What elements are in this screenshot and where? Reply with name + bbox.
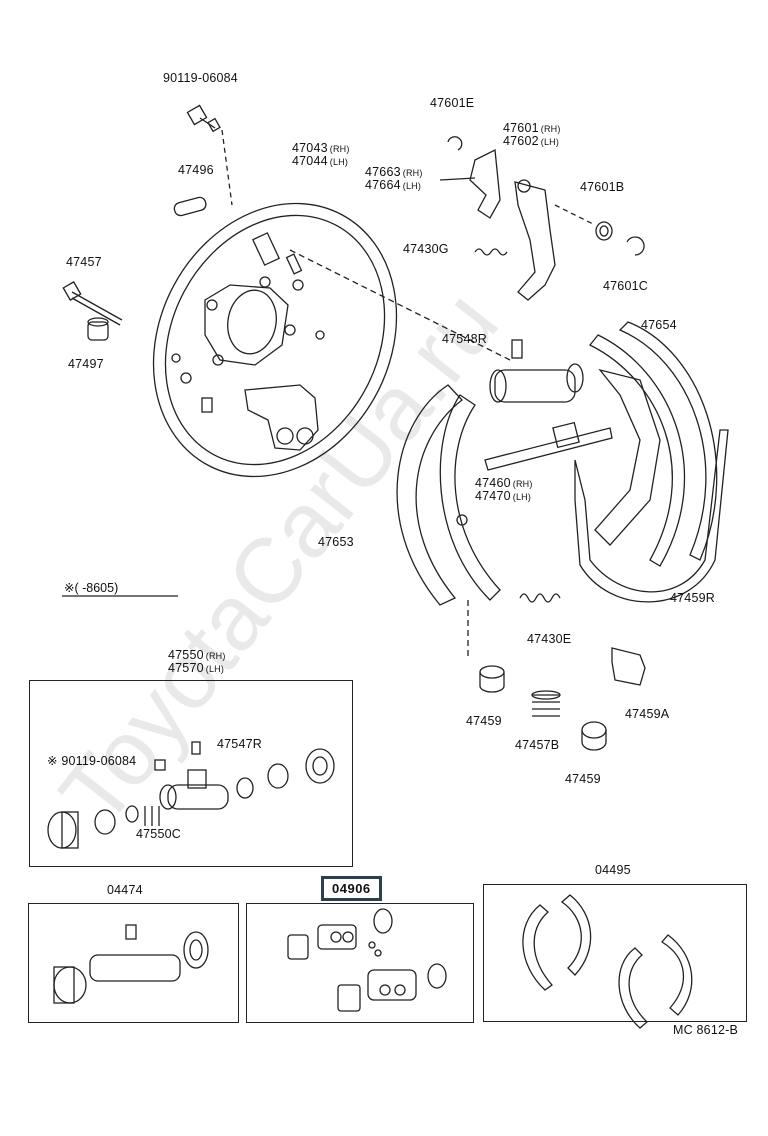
label-47570: 47570(LH) [168,661,225,675]
label-90119-06084-box: ※ 90119-06084 [47,754,137,768]
label-47548R: 47548R [442,332,487,346]
kit-04474-box [28,903,239,1023]
label-47457B: 47457B [515,738,560,752]
label-47601C: 47601C [603,279,648,293]
label-47430E: 47430E [527,632,572,646]
label-47601B: 47601B [580,180,625,194]
footer-code: MC 8612-B [673,1023,739,1037]
kit-04906-highlight[interactable]: 04906 [321,876,382,901]
label-47601E: 47601E [430,96,475,110]
label-47550C: 47550C [136,827,181,841]
label-47459R: 47459R [670,591,715,605]
label-47654: 47654 [641,318,677,332]
kit-04495-box [483,884,747,1022]
label-47496: 47496 [178,163,214,177]
label-47459-b: 47459 [565,772,601,786]
label-47459-a: 47459 [466,714,502,728]
label-47550: 47550(RH) [168,648,226,662]
label-47653: 47653 [318,535,354,549]
bolt-90119 [186,104,233,206]
production-range-note: ※( -8605) [64,581,119,595]
label-47601: 47601(RH) [503,121,561,135]
label-kit-04495: 04495 [595,863,631,877]
label-47457: 47457 [66,255,102,269]
kit-04474-parts [53,924,209,1004]
wheel-cylinder-assy-box [29,680,353,867]
label-47430G: 47430G [403,242,449,256]
wheel-cylinder [489,339,584,403]
label-47602: 47602(LH) [503,134,560,148]
label-47460: 47460(RH) [475,476,533,490]
label-kit-04474: 04474 [107,883,143,897]
label-47547R: 47547R [217,737,262,751]
wheel-cylinder-assy-parts [47,741,335,849]
kit-04906-box [246,903,474,1023]
kit-04906-parts [287,908,447,1012]
label-47470: 47470(LH) [475,489,532,503]
label-90119-06084: 90119-06084 [163,71,238,85]
label-47044: 47044(LH) [292,154,349,168]
label-47497: 47497 [68,357,104,371]
label-47663: 47663(RH) [365,165,423,179]
kit-04495-parts [522,894,693,1029]
label-47043: 47043(RH) [292,141,350,155]
label-47664: 47664(LH) [365,178,422,192]
label-47459A: 47459A [625,707,670,721]
backing-plate [152,202,398,478]
